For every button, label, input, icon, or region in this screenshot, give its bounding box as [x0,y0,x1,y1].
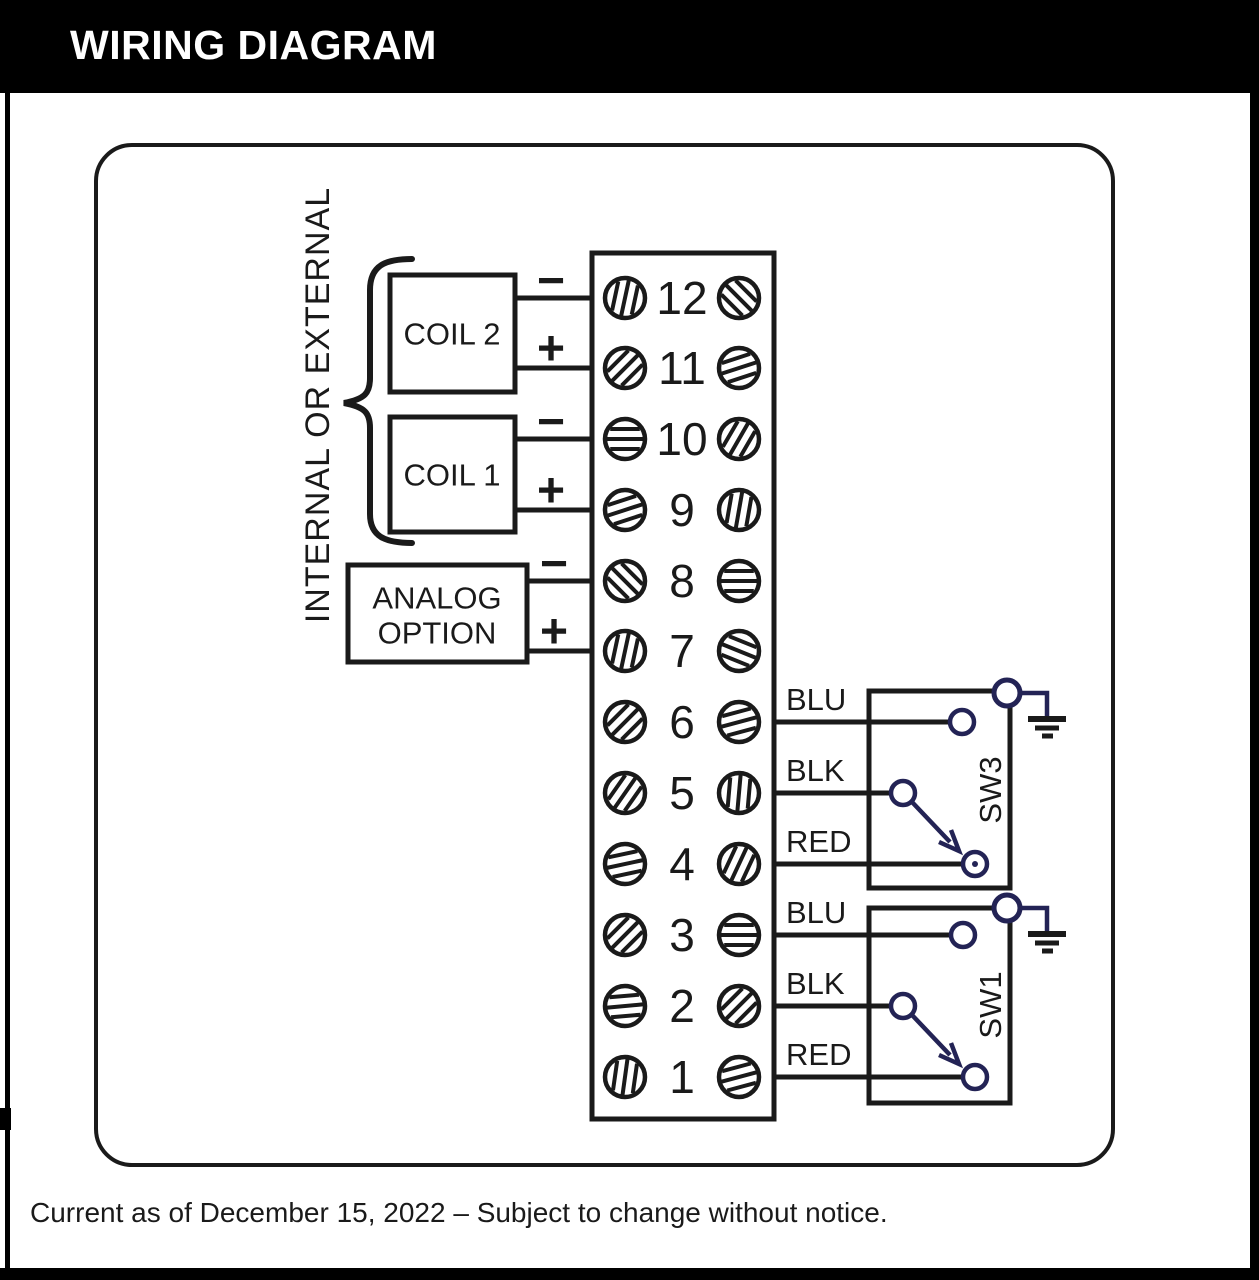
coil2-minus-sign: − [537,255,565,308]
page-border-bottom [0,1268,1259,1280]
terminal-number: 5 [669,767,695,819]
screw-terminal-icon [602,558,648,604]
sw3-blu-label: BLU [786,682,846,717]
analog-minus-sign: − [540,538,568,591]
screw-terminal-icon [602,275,648,321]
sw3-blu-contact-circle [947,707,977,737]
sw3-box [866,688,1013,891]
sw1-blu-contact-circle [948,920,978,950]
sw3-ground-wire [1020,690,1050,716]
screw-terminal-icon [602,487,648,533]
screw-terminal-icon [716,416,762,462]
sw1-ground-contact-circle [991,892,1023,924]
screw-terminal-icon [716,699,762,745]
analog-label-line1: ANALOG [372,581,501,616]
sw1-ground-icon [1028,931,1066,954]
screw-terminal-icon [602,841,648,887]
screw-terminal-icon [716,275,762,321]
screw-terminal-icon [716,487,762,533]
screw-terminal-icon [602,699,648,745]
terminal-rows: 12 11 10 9 8 7 6 5 4 3 2 1 [602,272,762,1103]
terminal-number: 7 [669,625,695,677]
analog-label-line2: OPTION [378,616,497,651]
sw1-red-label: RED [786,1037,851,1072]
page-border-right [1250,93,1259,1280]
terminal-number: 9 [669,484,695,536]
registration-tick [0,1108,11,1130]
terminal-number: 4 [669,838,695,890]
coil1-minus-sign: − [537,396,565,449]
coil2-box [387,272,518,395]
sw1-switch-arrow-icon [910,1013,964,1069]
terminal-number: 11 [658,342,706,394]
sw3-label: SW3 [973,756,1008,823]
terminal-block [589,250,777,1122]
side-label: INTERNAL OR EXTERNAL [299,187,337,623]
sw1-ground-wire [1020,905,1050,931]
screw-terminal-icon [602,1054,648,1100]
terminal-number: 10 [656,413,707,465]
coil1-label: COIL 1 [403,458,500,493]
screw-terminal-icon [716,345,762,391]
sw3-red-contact-dot [972,861,978,867]
polarity-signs: − + − + − + [537,255,568,659]
terminal-number: 8 [669,555,695,607]
footer-note: Current as of December 15, 2022 – Subjec… [30,1197,888,1228]
screw-terminal-icon [602,628,648,674]
sw3-blk-contact-circle [888,778,918,808]
screw-terminal-icon [602,416,648,462]
screw-terminal-icon [716,770,762,816]
sw1-red-contact-circle [960,1062,990,1092]
screw-terminal-icon [602,345,648,391]
sw1-blk-contact-circle [888,991,918,1021]
screw-terminal-icon [716,628,762,674]
sw3-blk-label: BLK [786,753,845,788]
sw1-blu-label: BLU [786,895,846,930]
sw3-switch-arrow-icon [910,800,964,856]
screw-terminal-icon [716,558,762,604]
screw-terminal-icon [716,912,762,958]
screw-terminal-icon [716,983,762,1029]
analog-plus-sign: + [540,606,568,659]
left-wires [515,295,592,654]
screw-terminal-icon [602,912,648,958]
page-border-left [5,93,10,1273]
sw1-blk-label: BLK [786,966,845,1001]
coil1-box [387,414,518,535]
sw1-label: SW1 [973,971,1008,1038]
wire-labels: BLU BLK RED BLU BLK RED [786,682,851,1072]
screw-terminal-icon [716,841,762,887]
screw-terminal-icon [602,983,648,1029]
terminal-number: 12 [656,272,707,324]
terminal-number: 1 [669,1051,695,1103]
sw3-ground-contact-circle [991,677,1023,709]
screw-terminal-icon [602,770,648,816]
terminal-number: 3 [669,909,695,961]
page-title: WIRING DIAGRAM [70,22,437,68]
sw3-red-label: RED [786,824,851,859]
switch-sw3: SW3 [866,677,1066,891]
curly-brace [343,256,415,546]
coil1-plus-sign: + [537,465,565,518]
coil2-plus-sign: + [537,323,565,376]
sw3-ground-icon [1028,716,1066,739]
terminal-number: 6 [669,696,695,748]
sw1-box [866,905,1013,1106]
header-bar [0,0,1259,93]
terminal-number: 2 [669,980,695,1032]
coil2-label: COIL 2 [403,317,500,352]
switch-sw1: SW1 [866,892,1066,1106]
analog-option-box [345,562,530,665]
diagram-frame [94,143,1115,1167]
screw-terminal-icon [716,1054,762,1100]
